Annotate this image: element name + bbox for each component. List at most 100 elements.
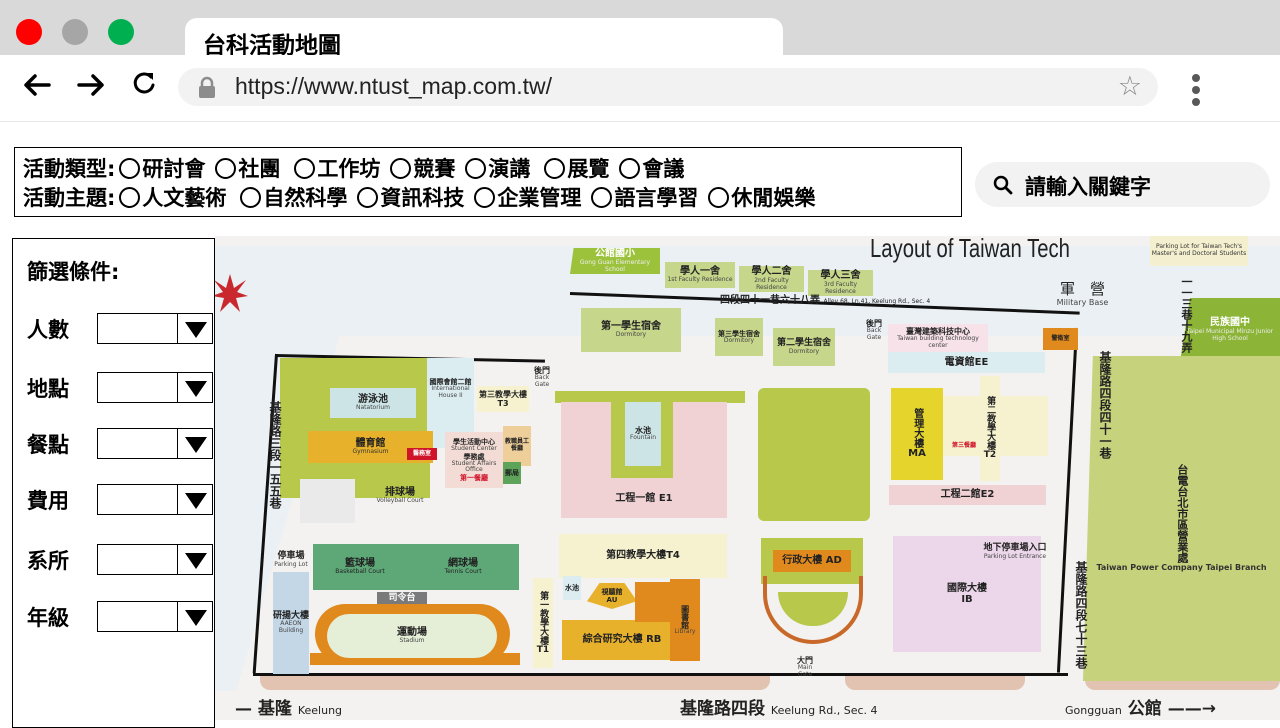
forward-button[interactable] bbox=[76, 65, 106, 111]
theme-option-science[interactable]: 自然科學 bbox=[240, 182, 347, 212]
bookmark-star-icon[interactable]: ☆ bbox=[1117, 71, 1142, 102]
radio-icon[interactable] bbox=[357, 186, 379, 208]
type-option-lecture[interactable]: 演講 bbox=[465, 153, 530, 183]
close-window-button[interactable] bbox=[16, 19, 42, 45]
browser-nav-bar: https://www.ntust_map.com.tw/ ☆ bbox=[0, 55, 1280, 121]
activity-theme-label: 活動主題: bbox=[23, 186, 116, 210]
type-option-exhibition[interactable]: 展覽 bbox=[544, 153, 609, 183]
chevron-down-icon[interactable] bbox=[177, 429, 212, 458]
post-office[interactable]: 郵局 bbox=[503, 462, 521, 484]
theme-option-humanities[interactable]: 人文藝術 bbox=[119, 182, 226, 212]
fountain-t1[interactable]: 水池 bbox=[563, 576, 581, 600]
minimize-window-button[interactable] bbox=[62, 19, 88, 45]
rostrum[interactable]: 司令台 bbox=[377, 592, 427, 604]
address-bar[interactable]: https://www.ntust_map.com.tw/ ☆ bbox=[178, 68, 1158, 106]
type-option-competition[interactable]: 競賽 bbox=[390, 153, 455, 183]
chevron-down-icon[interactable] bbox=[177, 314, 212, 343]
radio-icon[interactable] bbox=[474, 186, 496, 208]
theme-option-it[interactable]: 資訊科技 bbox=[357, 182, 464, 212]
theme-option-language[interactable]: 語言學習 bbox=[591, 182, 698, 212]
radio-icon[interactable] bbox=[708, 186, 730, 208]
browser-tab[interactable]: 台科活動地圖 bbox=[185, 18, 783, 59]
type-option-meeting[interactable]: 會議 bbox=[619, 153, 684, 183]
building-faculty-cafeteria[interactable]: 教職員工餐廳 bbox=[503, 426, 531, 466]
health-center[interactable]: 醫務室 bbox=[407, 448, 437, 460]
building-ad[interactable]: 行政大樓 AD bbox=[773, 550, 851, 572]
radio-icon[interactable] bbox=[390, 157, 412, 179]
search-input[interactable]: 請輸入關鍵字 bbox=[975, 162, 1270, 207]
radio-icon[interactable] bbox=[294, 157, 316, 179]
radio-icon[interactable] bbox=[119, 157, 141, 179]
building-library-wing bbox=[635, 582, 670, 622]
filter-location: 地點 bbox=[27, 372, 213, 404]
road-ln155: 基隆路三段一五五巷 bbox=[268, 401, 282, 509]
radio-icon[interactable] bbox=[119, 186, 141, 208]
meal-dropdown[interactable] bbox=[97, 428, 213, 459]
parking-grad-students[interactable]: Parking Lot for Taiwan Tech's Master's a… bbox=[1150, 236, 1248, 266]
chevron-down-icon[interactable] bbox=[177, 545, 212, 574]
theme-option-leisure[interactable]: 休閒娛樂 bbox=[708, 182, 815, 212]
theme-option-management[interactable]: 企業管理 bbox=[474, 182, 581, 212]
type-option-club[interactable]: 社團 bbox=[215, 153, 280, 183]
location-dropdown[interactable] bbox=[97, 372, 213, 403]
maximize-window-button[interactable] bbox=[108, 19, 134, 45]
radio-icon[interactable] bbox=[465, 157, 487, 179]
building-t4[interactable]: 第四教學大樓T4 bbox=[559, 534, 727, 578]
building-e2[interactable]: 工程二館E2 bbox=[889, 485, 1046, 505]
department-dropdown[interactable] bbox=[97, 544, 213, 575]
browser-menu-icon[interactable] bbox=[1189, 74, 1203, 106]
headcount-dropdown[interactable] bbox=[97, 313, 213, 344]
type-option-workshop[interactable]: 工作坊 bbox=[294, 153, 380, 183]
cafeteria-3[interactable]: 第三餐廳 bbox=[951, 441, 976, 449]
radio-icon[interactable] bbox=[591, 186, 613, 208]
chevron-down-icon[interactable] bbox=[177, 485, 212, 514]
cost-dropdown[interactable] bbox=[97, 484, 213, 515]
grade-dropdown[interactable] bbox=[97, 601, 213, 632]
compass-icon bbox=[215, 274, 248, 312]
building-rb[interactable]: 綜合研究大樓 RB bbox=[562, 620, 682, 660]
radio-icon[interactable] bbox=[215, 157, 237, 179]
back-button[interactable] bbox=[22, 65, 52, 111]
divider bbox=[0, 121, 1280, 122]
radio-icon[interactable] bbox=[619, 157, 641, 179]
security-office[interactable]: 警衛室 bbox=[1043, 328, 1078, 350]
radio-icon[interactable] bbox=[544, 157, 566, 179]
type-option-seminar[interactable]: 研討會 bbox=[119, 153, 205, 183]
reload-button[interactable] bbox=[130, 65, 158, 108]
chevron-down-icon[interactable] bbox=[177, 602, 212, 631]
chevron-down-icon[interactable] bbox=[177, 373, 212, 402]
radio-icon[interactable] bbox=[240, 186, 262, 208]
building-ee[interactable]: 電資館EE bbox=[888, 352, 1045, 373]
